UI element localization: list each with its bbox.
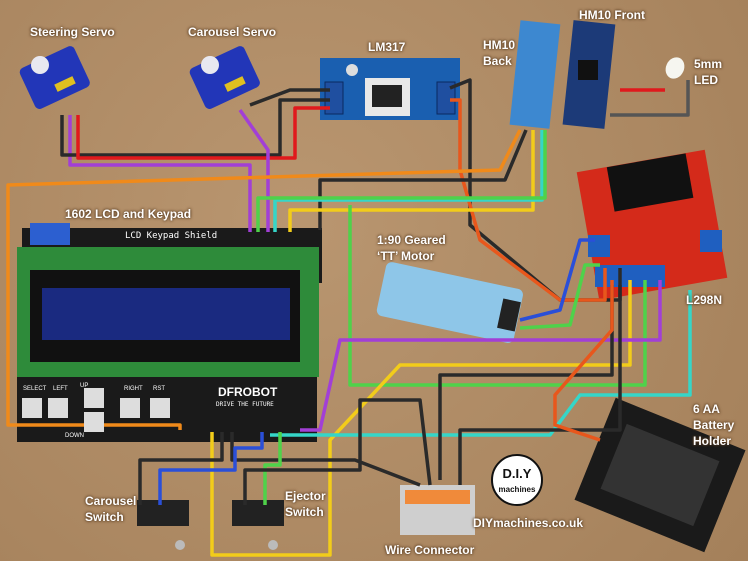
wire-green-motor — [519, 263, 600, 330]
steering-servo-label: Steering Servo — [30, 25, 115, 39]
ejector-switch-label-line2: Switch — [285, 505, 324, 520]
left-button-label: LEFT — [53, 386, 68, 392]
wire-black-steering — [60, 98, 330, 157]
wire-green-ejector-switch — [263, 432, 282, 505]
wire-black-hm10 — [318, 129, 528, 230]
wire-connector — [400, 485, 475, 535]
lm317-label: LM317 — [368, 40, 406, 54]
wire-cyan-hm10 — [273, 130, 544, 232]
wire-grey-led — [610, 80, 690, 117]
keypad-buttons — [22, 388, 170, 432]
wire-orange-lm317 — [450, 98, 607, 302]
l298n-module — [576, 149, 728, 301]
ejector-switch-label-line1: Ejector — [285, 489, 326, 503]
motor-label-line2: ‘TT’ Motor — [377, 249, 435, 264]
wires — [6, 78, 692, 557]
wire-green-hm10 — [256, 130, 547, 232]
website-label: DIYmachines.co.uk — [473, 516, 584, 530]
carousel-servo — [189, 46, 260, 109]
carousel-switch — [137, 500, 189, 550]
wire-blue-motor — [519, 238, 595, 322]
lcd-label: 1602 LCD and Keypad — [65, 207, 192, 221]
svg-text:machines: machines — [499, 485, 536, 494]
wire-black-lcd — [138, 432, 224, 505]
motor-label: 1:90 Geared ‘TT’ Motor — [377, 232, 446, 264]
l298n-label: L298N — [686, 293, 723, 307]
wire-connector-label: Wire Connector — [385, 543, 475, 557]
lm317-module — [320, 58, 460, 120]
battery-label-line1: 6 AA — [693, 402, 720, 416]
battery-holder — [574, 397, 746, 553]
wire-yellow-l298n — [210, 280, 632, 557]
wire-purple-carousel — [238, 108, 270, 232]
wire-black-ejector-switch — [243, 398, 432, 505]
lcd-board-title: LCD Keypad Shield — [125, 231, 217, 241]
battery-label-line3: Holder — [693, 434, 732, 449]
carousel-switch-label-line1: Carousel — [85, 494, 137, 508]
select-button-label: SELECT — [23, 386, 47, 392]
dfrobot-tagline: DRIVE THE FUTURE — [216, 401, 274, 408]
hm10-front-module — [562, 20, 616, 129]
wire-cyan-l298n — [270, 290, 692, 437]
rst-button-label: RST — [153, 386, 165, 392]
wire-orange-battery — [553, 280, 614, 442]
lcd-keypad-board — [17, 223, 322, 442]
hm10-front-label: HM10 Front — [579, 8, 645, 22]
led-label: 5mm LED — [694, 57, 723, 88]
battery-label-line2: Battery — [693, 418, 735, 433]
wire-purple-steering — [68, 115, 252, 232]
down-button-label: DOWN — [65, 433, 84, 439]
wire-green-l298n — [348, 205, 647, 387]
wire-purple-l298n — [300, 280, 662, 432]
hm10-back-label: HM10 Back — [483, 38, 516, 69]
tt-motor — [376, 262, 523, 343]
diy-machines-logo: D.I.Y machines — [491, 454, 543, 506]
wire-yellow-hm10 — [288, 130, 535, 232]
wire-red-steering — [76, 106, 330, 160]
led — [665, 57, 685, 79]
ejector-switch — [232, 500, 284, 550]
wire-black-lcd-2 — [230, 432, 421, 487]
right-button-label: RIGHT — [124, 386, 143, 392]
wire-orange-hm10 — [6, 129, 522, 430]
wire-black-battery — [458, 285, 622, 485]
svg-text:D.I.Y: D.I.Y — [503, 466, 532, 481]
steering-servo — [19, 46, 90, 109]
up-button-label: UP — [80, 383, 88, 389]
hm10-back-module — [509, 20, 561, 129]
motor-label-line1: 1:90 Geared — [377, 233, 446, 247]
wire-black-carousel — [249, 88, 330, 107]
dfrobot-brand: DFROBOT — [218, 385, 278, 399]
carousel-servo-label: Carousel Servo — [188, 25, 277, 39]
carousel-switch-label-line2: Switch — [85, 510, 124, 525]
wire-blue-carousel-switch — [158, 432, 264, 505]
